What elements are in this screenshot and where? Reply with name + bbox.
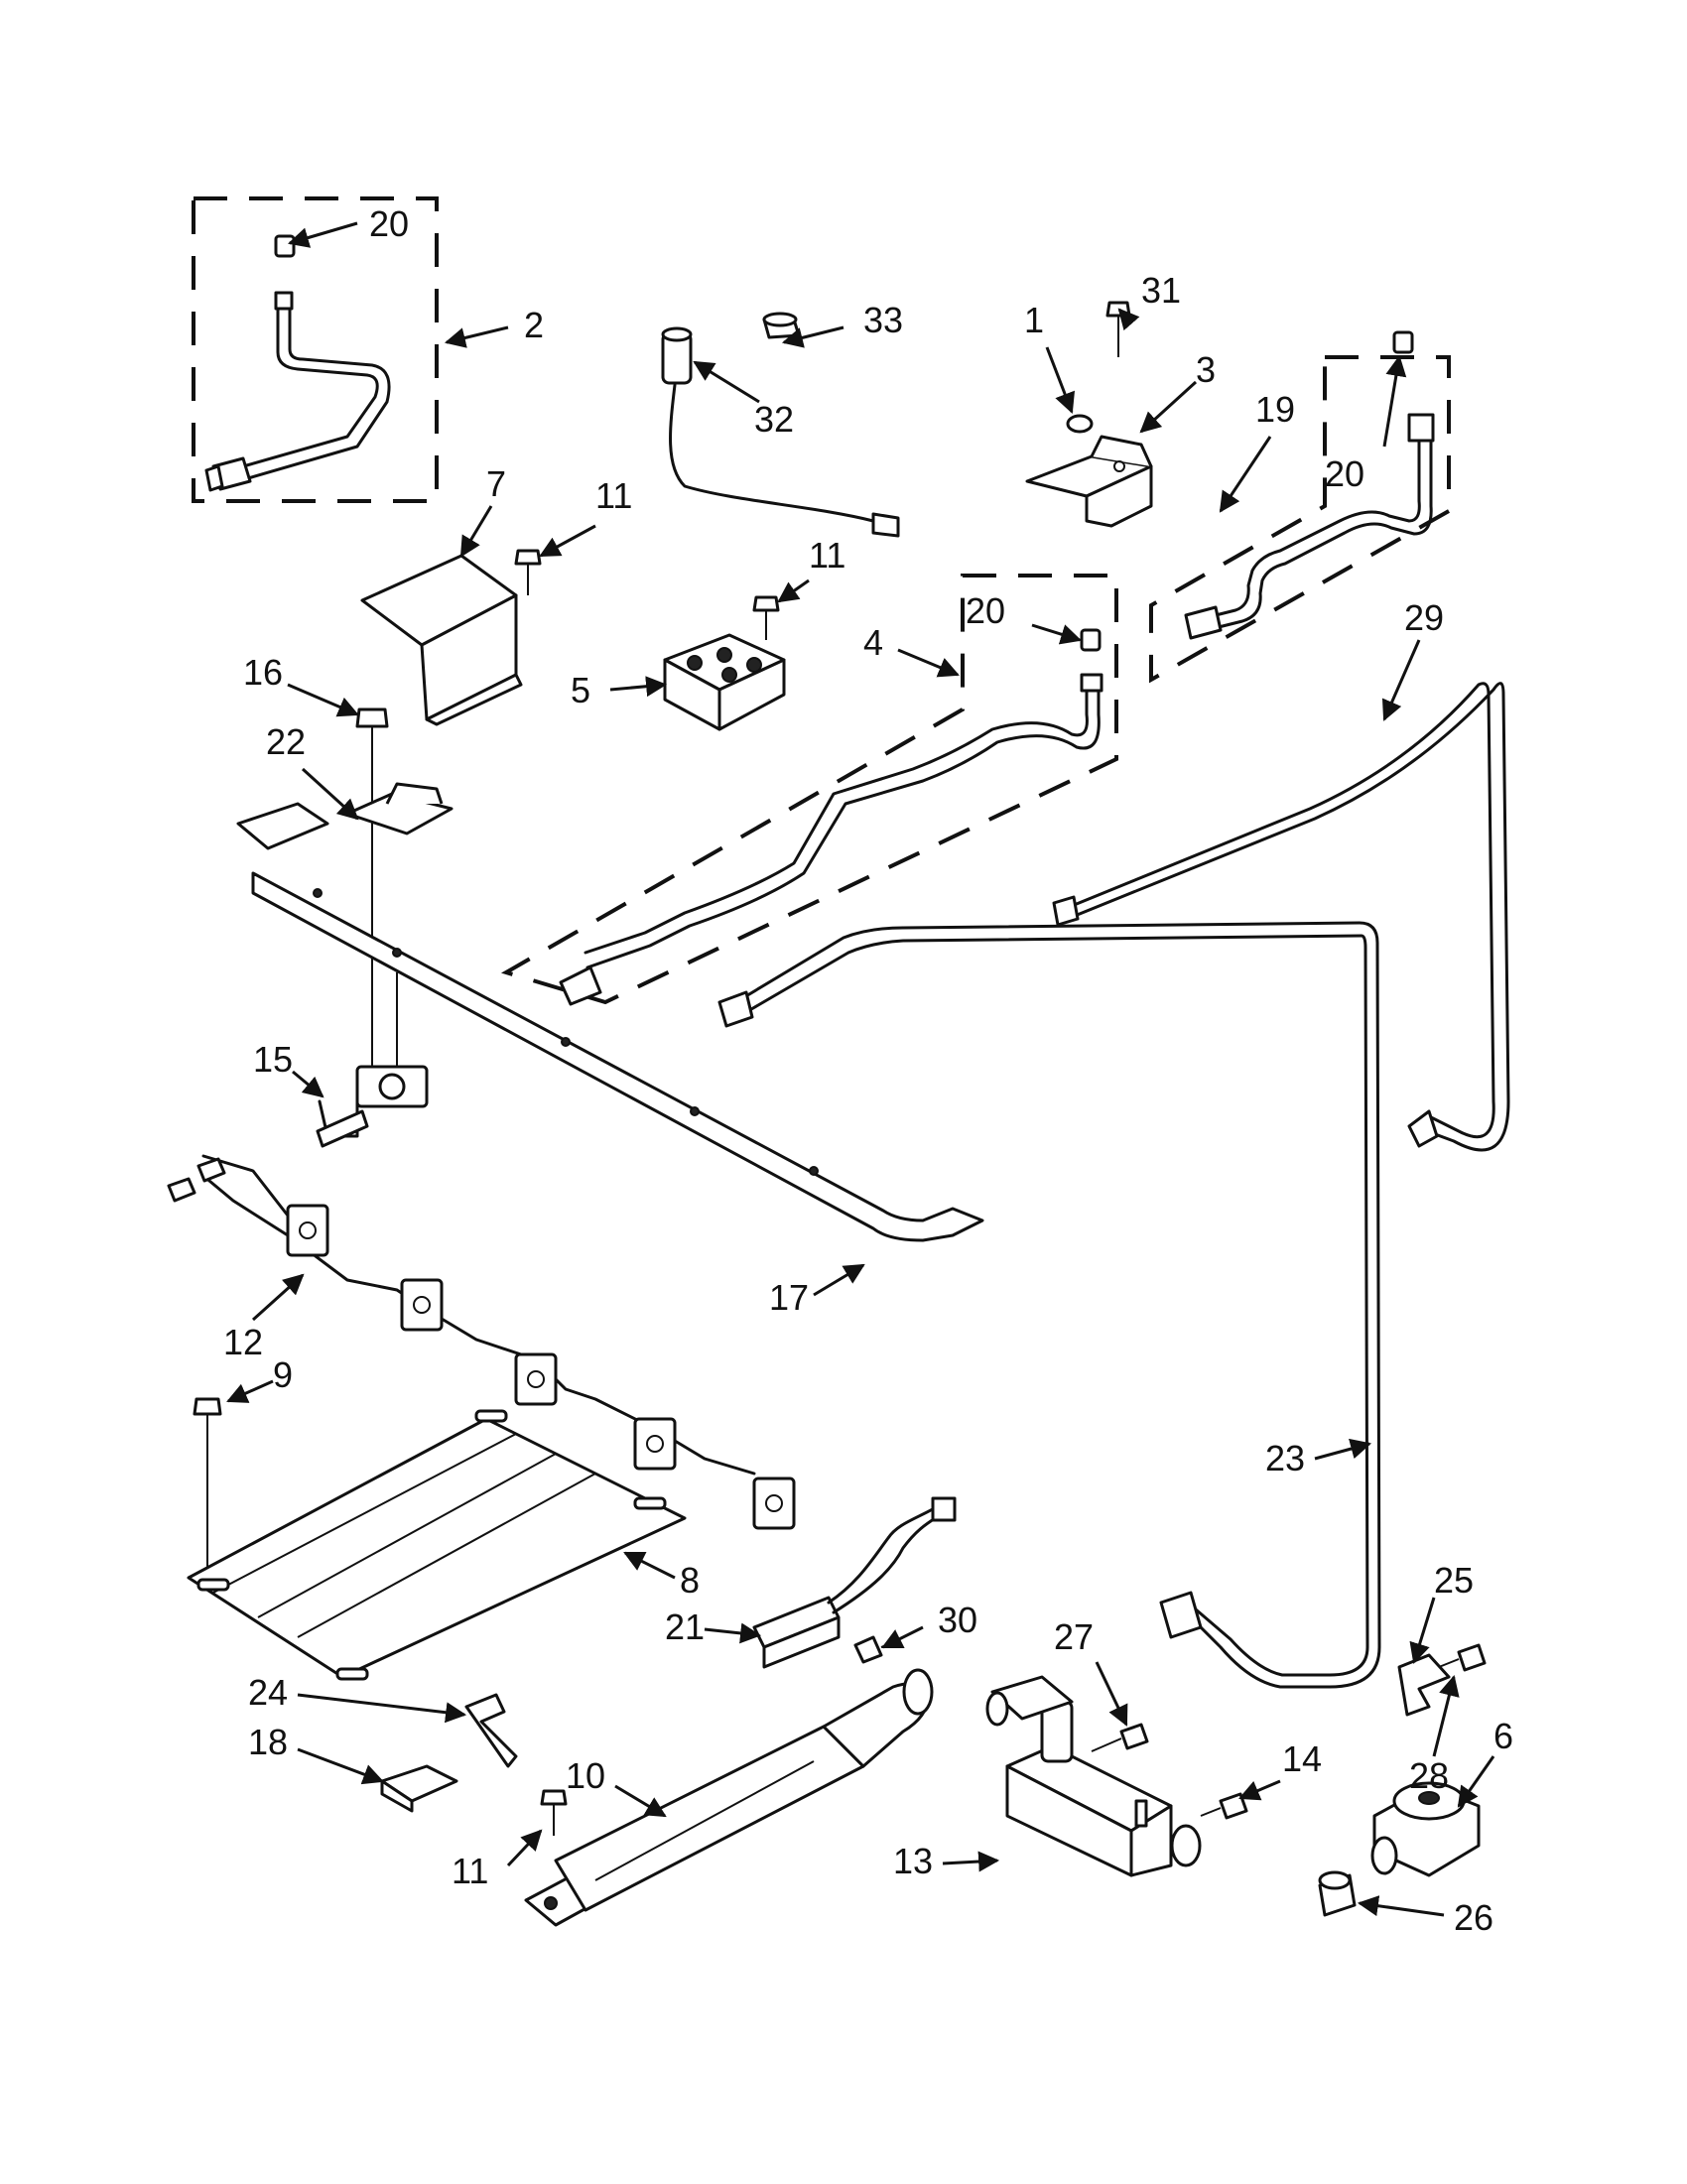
callout-11-c: 11	[452, 1851, 488, 1891]
callout-33: 33	[863, 300, 903, 340]
pipe-19	[1184, 413, 1435, 640]
clip-18	[380, 1764, 458, 1813]
bracket-24	[464, 1693, 518, 1768]
kit-outline-2	[192, 196, 439, 503]
callout-15: 15	[253, 1039, 293, 1080]
callout-7: 7	[486, 463, 506, 504]
callout-32: 32	[754, 399, 794, 440]
callout-2: 2	[524, 305, 544, 345]
callout-30: 30	[938, 1600, 977, 1640]
pipe-4	[559, 673, 1103, 1006]
callout-23: 23	[1265, 1438, 1305, 1478]
callout-21: 21	[665, 1606, 705, 1647]
callout-labels: 20 2 33 32 31 1 3 19 20 7 11 11 5 4 20 2…	[223, 203, 1513, 1938]
leader-lines	[226, 221, 1495, 1917]
nut-20-top	[274, 234, 296, 258]
regulator-6	[1370, 1781, 1481, 1877]
screw-11-a	[514, 549, 542, 595]
callout-5: 5	[571, 670, 590, 710]
screw-9	[193, 1397, 222, 1578]
callout-20-top: 20	[369, 203, 409, 244]
callout-9: 9	[273, 1354, 293, 1395]
switch-harness-12	[167, 1154, 796, 1530]
callout-13: 13	[893, 1841, 933, 1881]
screw-28	[1438, 1643, 1487, 1672]
clamp-22	[345, 782, 454, 835]
bracket-3	[1025, 435, 1153, 528]
callout-12: 12	[223, 1322, 263, 1362]
callout-31: 31	[1141, 270, 1181, 311]
callout-29: 29	[1404, 597, 1444, 638]
callout-8: 8	[680, 1560, 700, 1601]
callout-3: 3	[1196, 349, 1216, 390]
nut-20-mid	[1080, 628, 1102, 652]
cover-7	[360, 554, 523, 726]
shield-8	[187, 1409, 687, 1681]
pipe-2	[204, 291, 391, 492]
callout-28: 28	[1409, 1755, 1449, 1796]
callout-17: 17	[769, 1277, 809, 1318]
callout-10: 10	[566, 1755, 605, 1796]
rail-17	[236, 802, 984, 1242]
nut-1	[1066, 414, 1094, 434]
callout-11-a: 11	[595, 475, 632, 516]
callout-1: 1	[1024, 300, 1044, 340]
burner-10	[524, 1668, 934, 1927]
screw-14	[1200, 1792, 1248, 1820]
burner-base-13	[985, 1675, 1202, 1877]
callout-22: 22	[266, 721, 306, 762]
terminal-block-5	[663, 633, 786, 731]
valve-15	[316, 972, 429, 1148]
pipe-29	[1052, 682, 1510, 1152]
screw-11-b	[752, 595, 780, 640]
grommet-33	[762, 312, 801, 339]
callout-14: 14	[1282, 1738, 1322, 1779]
callout-6: 6	[1493, 1716, 1513, 1756]
nut-20-right	[1392, 330, 1414, 354]
pipe-23	[717, 921, 1381, 1689]
screw-31	[1105, 301, 1131, 357]
screw-11-c	[540, 1789, 568, 1836]
igniter-21	[752, 1496, 957, 1669]
callout-16: 16	[243, 652, 283, 693]
callout-18: 18	[248, 1722, 288, 1762]
wire-32	[661, 326, 900, 538]
bracket-25	[1397, 1653, 1451, 1717]
callout-20-right: 20	[1325, 453, 1364, 494]
kit-outline-19	[1149, 355, 1451, 684]
callout-4: 4	[863, 622, 883, 663]
callout-25: 25	[1434, 1560, 1474, 1601]
callout-24: 24	[248, 1672, 288, 1713]
callout-26: 26	[1454, 1897, 1493, 1938]
screw-16	[355, 707, 389, 1072]
fitting-26	[1318, 1870, 1357, 1917]
callout-19: 19	[1255, 389, 1295, 430]
callout-11-b: 11	[809, 535, 845, 576]
callout-20-mid: 20	[966, 590, 1005, 631]
callout-27: 27	[1054, 1616, 1094, 1657]
kit-outline-4	[500, 574, 1118, 1005]
screw-27	[1091, 1723, 1149, 1752]
screw-30	[853, 1635, 894, 1664]
